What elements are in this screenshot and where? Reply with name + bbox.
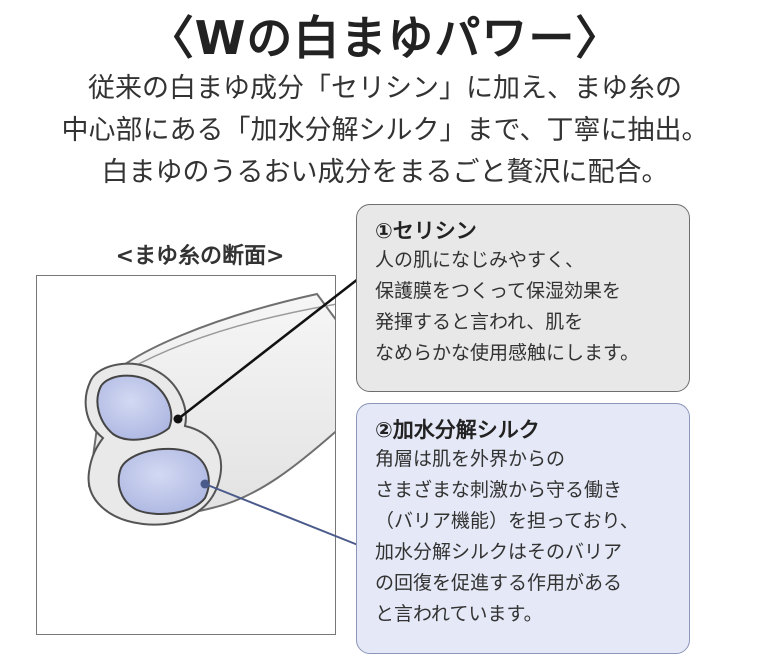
silk-text-line: （バリア機能）を担っており、 xyxy=(375,510,639,532)
silk-text-line: さまざまな刺激から守る働き xyxy=(375,479,623,501)
fibroin-upper xyxy=(96,374,173,441)
silk-title: ②加水分解シルク xyxy=(375,418,540,442)
silk-text-line: の回復を促進する作用がある xyxy=(375,572,623,594)
fibroin-lower xyxy=(117,447,210,515)
intro-line: 白まゆのうるおい成分をまるごと贅沢に配合。 xyxy=(101,157,669,188)
intro-line: 従来の白まゆ成分「セリシン」に加え、まゆ糸の xyxy=(88,73,682,104)
page-title: 〈Wの白まゆパワー〉 xyxy=(147,11,623,65)
silk-callout: ②加水分解シルク 角層は肌を外界からの さまざまな刺激から守る働き （バリア機能… xyxy=(356,403,690,654)
sericin-text-line: 人の肌になじみやすく、 xyxy=(375,249,585,271)
sericin-title: ①セリシン xyxy=(375,219,477,243)
silk-text-line: 角層は肌を外界からの xyxy=(375,448,566,470)
sericin-text-line: なめらかな使用感触にします。 xyxy=(375,342,640,364)
sericin-callout: ①セリシン 人の肌になじみやすく、 保護膜をつくって保湿効果を 発揮すると言われ… xyxy=(356,204,690,392)
silk-text-line: 加水分解シルクはそのバリア xyxy=(375,541,623,563)
sericin-text-line: 保護膜をつくって保湿効果を xyxy=(375,280,622,302)
cross-section-label: <まゆ糸の断面> xyxy=(115,244,285,269)
intro-line: 中心部にある「加水分解シルク」まで、丁寧に抽出。 xyxy=(61,115,709,146)
intro-text: 従来の白まゆ成分「セリシン」に加え、まゆ糸の 中心部にある「加水分解シルク」まで… xyxy=(0,68,770,194)
silk-thread-illustration xyxy=(84,292,335,526)
sericin-text-line: 発揮すると言われ、肌を xyxy=(375,311,584,333)
cross-section-figure xyxy=(36,275,336,635)
silk-text-line: と言われています。 xyxy=(375,603,543,625)
